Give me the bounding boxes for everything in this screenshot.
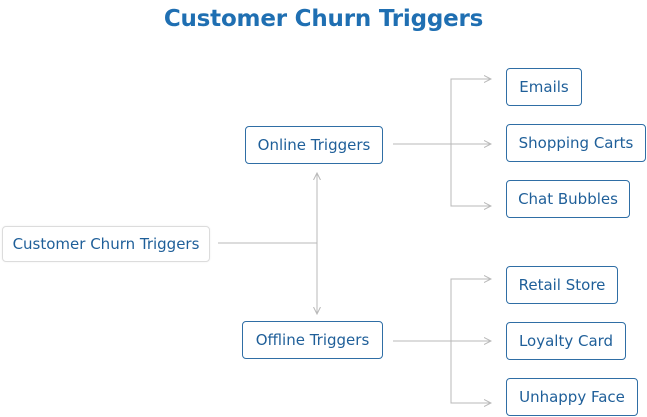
node-retail-store[interactable]: Retail Store (506, 266, 618, 304)
edge-offline-unhappy-face (450, 341, 491, 403)
node-chat-bubbles[interactable]: Chat Bubbles (506, 180, 630, 218)
node-shopping-carts[interactable]: Shopping Carts (506, 124, 646, 162)
edge-offline-retail-store (450, 279, 491, 341)
edge-online-emails (450, 79, 491, 144)
diagram-title: Customer Churn Triggers (163, 6, 484, 32)
node-online-triggers[interactable]: Online Triggers (245, 126, 383, 164)
node-customer-churn-triggers[interactable]: Customer Churn Triggers (2, 226, 210, 262)
node-offline-triggers[interactable]: Offline Triggers (242, 321, 383, 359)
node-loyalty-card[interactable]: Loyalty Card (506, 322, 626, 360)
edge-online-chat-bubbles (450, 144, 491, 206)
node-emails[interactable]: Emails (506, 68, 582, 106)
node-unhappy-face[interactable]: Unhappy Face (506, 378, 638, 416)
